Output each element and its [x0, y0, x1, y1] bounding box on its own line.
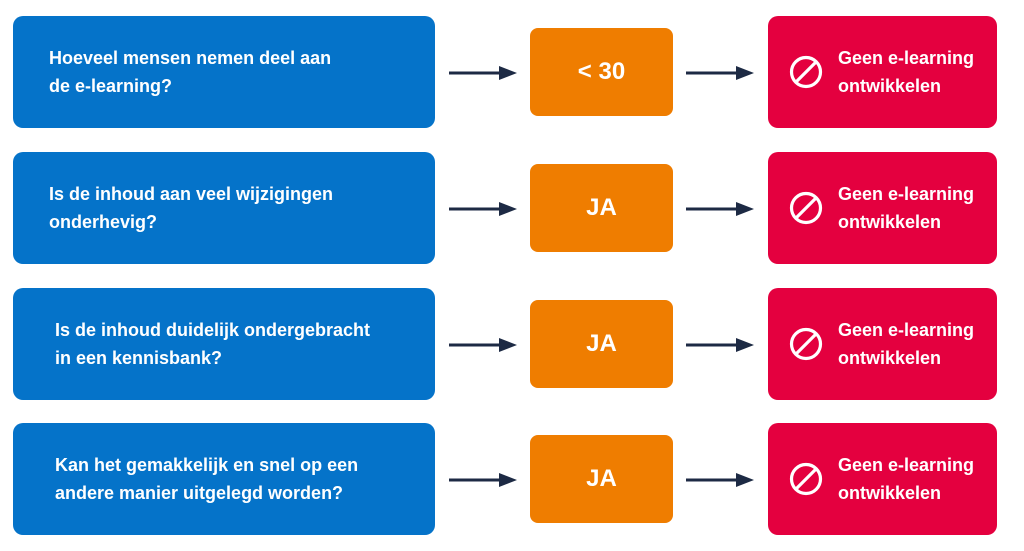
question-text: Hoeveel mensen nemen deel aan de e-learn…	[49, 48, 332, 96]
answer-box: < 30	[530, 28, 673, 116]
question-text: Kan het gemakkelijk en snel op een ander…	[55, 455, 359, 503]
result-box: Geen e-learning ontwikkelen	[768, 288, 997, 400]
question-text: Is de inhoud aan veel wijzigingen onderh…	[49, 184, 334, 232]
arrow-right-icon	[449, 338, 517, 352]
question-box: Hoeveel mensen nemen deel aan de e-learn…	[13, 16, 435, 128]
flow-row: Hoeveel mensen nemen deel aan de e-learn…	[0, 16, 1024, 128]
arrow-right-icon	[686, 66, 754, 80]
result-text: Geen e-learning ontwikkelen	[838, 48, 975, 96]
ban-icon	[788, 461, 824, 497]
flow-row: Kan het gemakkelijk en snel op een ander…	[0, 423, 1024, 535]
ban-icon	[788, 54, 824, 90]
ban-icon	[788, 326, 824, 362]
result-text: Geen e-learning ontwikkelen	[838, 320, 975, 368]
result-box: Geen e-learning ontwikkelen	[768, 423, 997, 535]
question-text: Is de inhoud duidelijk ondergebracht in …	[55, 320, 371, 368]
flow-row: Is de inhoud aan veel wijzigingen onderh…	[0, 152, 1024, 264]
answer-text: JA	[586, 465, 617, 492]
answer-text: < 30	[577, 58, 626, 85]
result-box: Geen e-learning ontwikkelen	[768, 16, 997, 128]
ban-icon	[788, 190, 824, 226]
answer-box: JA	[530, 164, 673, 252]
result-box: Geen e-learning ontwikkelen	[768, 152, 997, 264]
question-box: Is de inhoud duidelijk ondergebracht in …	[13, 288, 435, 400]
arrow-right-icon	[449, 473, 517, 487]
result-text: Geen e-learning ontwikkelen	[838, 455, 975, 503]
flow-row: Is de inhoud duidelijk ondergebracht in …	[0, 288, 1024, 400]
answer-text: JA	[586, 194, 617, 221]
answer-box: JA	[530, 435, 673, 523]
result-text: Geen e-learning ontwikkelen	[838, 184, 975, 232]
answer-box: JA	[530, 300, 673, 388]
answer-text: JA	[586, 330, 617, 357]
arrow-right-icon	[686, 338, 754, 352]
question-box: Kan het gemakkelijk en snel op een ander…	[13, 423, 435, 535]
arrow-right-icon	[449, 202, 517, 216]
arrow-right-icon	[686, 202, 754, 216]
arrow-right-icon	[686, 473, 754, 487]
arrow-right-icon	[449, 66, 517, 80]
question-box: Is de inhoud aan veel wijzigingen onderh…	[13, 152, 435, 264]
